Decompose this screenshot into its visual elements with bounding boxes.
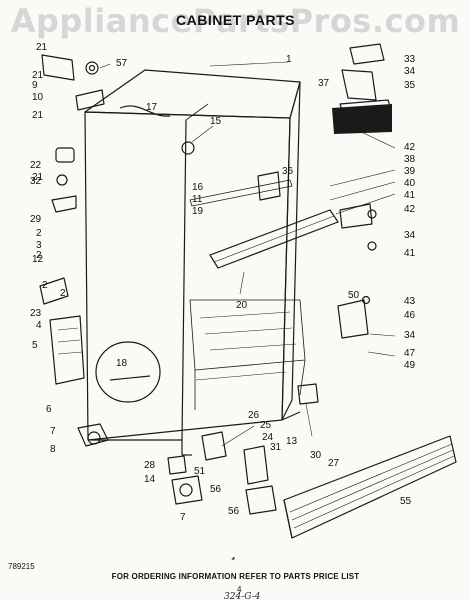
plug-15: [181, 141, 195, 155]
callout-41b: 41: [404, 248, 416, 259]
callout-28: 28: [144, 460, 156, 471]
callout-34b: 34: [404, 230, 416, 241]
callout-21d: 21: [36, 42, 48, 53]
callout-29: 29: [30, 214, 42, 225]
watermark: AppliancePartsPros.com: [10, 2, 461, 40]
callout-15: 15: [210, 116, 222, 127]
bottom-components: [167, 431, 277, 515]
callout-50: 49: [404, 360, 416, 371]
callout-41a: 41: [404, 190, 416, 201]
base-grille: [283, 435, 457, 539]
callout-5: 5: [32, 340, 38, 351]
callout-24: 24: [262, 432, 274, 443]
callout-36: 36: [282, 166, 294, 177]
callout-35: 35: [404, 80, 416, 91]
callout-18: 18: [116, 358, 128, 369]
exploded-parts-diagram: 1 2 2 2 2 3 4 4 5 6 7 7 8 9 10 11 12 13 …: [30, 42, 457, 560]
ordering-note: FOR ORDERING INFORMATION REFER TO PARTS …: [111, 572, 360, 581]
page-number: 4: [237, 585, 242, 594]
callout-40: 40: [404, 178, 416, 189]
callout-4a: 4: [36, 320, 42, 331]
callout-58: 57: [116, 58, 128, 69]
diagram-part-code: 789215: [8, 562, 35, 571]
callout-34c: 34: [404, 330, 416, 341]
callout-14: 14: [144, 474, 156, 485]
harness-17: [119, 105, 171, 117]
callout-7a: 7: [50, 426, 56, 437]
callout-21b: 21: [32, 110, 44, 121]
right-brackets: [337, 203, 377, 339]
callout-27: 27: [328, 458, 340, 469]
callout-2d: 2: [60, 288, 66, 299]
callout-34a: 34: [404, 66, 416, 77]
callout-56b: 56: [228, 506, 240, 517]
callout-2c: 2: [42, 280, 48, 291]
leader-lines: [99, 61, 396, 447]
bumper-13: [297, 383, 319, 405]
callout-55: 51: [194, 466, 206, 477]
callout-4b: 4: [230, 556, 236, 560]
right-upper-hinge: [332, 43, 392, 134]
callout-31: 31: [270, 442, 282, 453]
callout-26: 26: [248, 410, 260, 421]
callout-56a: 55: [400, 496, 412, 507]
callout-16: 16: [192, 182, 204, 193]
callout-47: 46: [404, 310, 416, 321]
callout-labels: 1 2 2 2 2 3 4 4 5 6 7 7 8 9 10 11 12 13 …: [30, 42, 416, 560]
callout-46: 43: [404, 296, 416, 307]
callout-11: 11: [192, 194, 203, 205]
callout-1: 1: [286, 54, 292, 65]
callout-32: 32: [30, 176, 42, 187]
inset-detail-18: [95, 341, 161, 403]
callout-2b: 2: [36, 250, 42, 261]
callout-13: 13: [286, 436, 298, 447]
cabinet-shell: [84, 69, 306, 456]
callout-10: 10: [32, 92, 44, 103]
callout-25: 25: [260, 420, 272, 431]
diagram-title: CABINET PARTS: [175, 12, 296, 28]
callout-21a: 21: [32, 70, 44, 81]
callout-8: 8: [50, 444, 56, 455]
callout-37: 37: [318, 78, 330, 89]
callout-17: 17: [146, 102, 158, 113]
callout-57: 56: [210, 484, 222, 495]
left-hardware: [39, 54, 109, 447]
callout-9: 9: [32, 80, 38, 91]
callout-20: 20: [236, 300, 248, 311]
callout-22: 22: [30, 160, 42, 171]
callout-33: 33: [404, 54, 416, 65]
callout-43: 42: [404, 142, 416, 153]
callout-3: 3: [36, 240, 42, 251]
callout-12: 12: [32, 254, 44, 265]
callout-19: 19: [192, 206, 204, 217]
callout-7b: 7: [180, 512, 186, 523]
callout-23: 23: [30, 308, 42, 319]
callout-42: 42: [404, 204, 416, 215]
callout-6: 6: [46, 404, 52, 415]
callout-39: 39: [404, 166, 416, 177]
clip-36: [257, 171, 281, 201]
callout-30: 30: [310, 450, 322, 461]
callout-49: 47: [404, 348, 416, 359]
divider-rail: [189, 179, 339, 269]
callout-21c: 21: [32, 172, 44, 183]
callout-38: 38: [404, 154, 416, 165]
callout-2a: 2: [36, 228, 42, 239]
callout-51: 50: [348, 290, 360, 301]
handwritten-note: 324-G-4: [224, 592, 261, 600]
